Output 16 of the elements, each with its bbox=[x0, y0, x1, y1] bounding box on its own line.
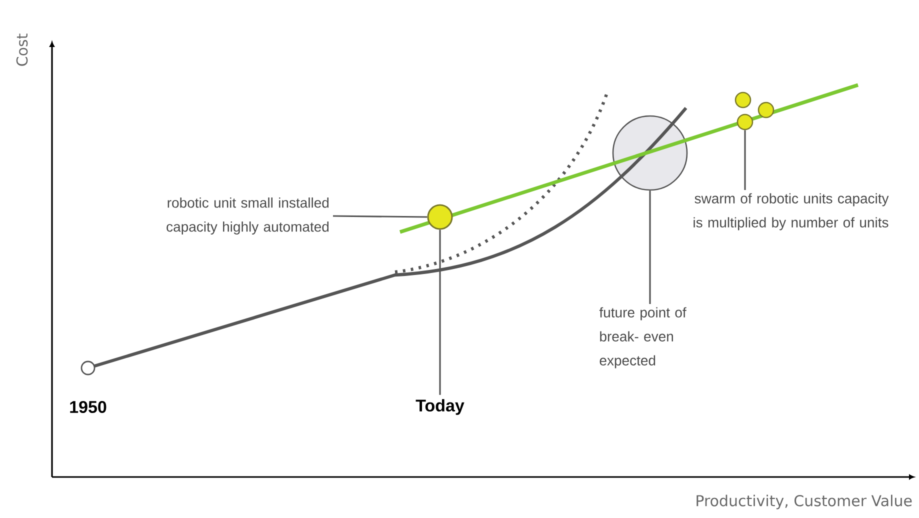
unit-marker bbox=[758, 102, 774, 118]
unit-marker bbox=[734, 92, 752, 108]
leader-line bbox=[333, 215, 428, 218]
axis-label: Productivity, Customer Value bbox=[696, 494, 912, 510]
axis-label: Cost bbox=[16, 34, 28, 66]
callout-text: future point of break- even expected bbox=[599, 307, 686, 368]
leader-line bbox=[439, 230, 441, 395]
time-label: Today bbox=[416, 399, 464, 415]
leader-line bbox=[744, 130, 746, 190]
leader-line bbox=[649, 190, 651, 304]
unit-marker bbox=[736, 114, 754, 130]
break-even-circle bbox=[612, 115, 688, 191]
unit-marker bbox=[427, 204, 453, 230]
callout-text: robotic unit small installed capacity highly automated bbox=[166, 197, 329, 235]
time-label: 1950 bbox=[70, 400, 106, 414]
callout-text: swarm of robotic units capacity is multiplied by number of units bbox=[694, 193, 889, 230]
